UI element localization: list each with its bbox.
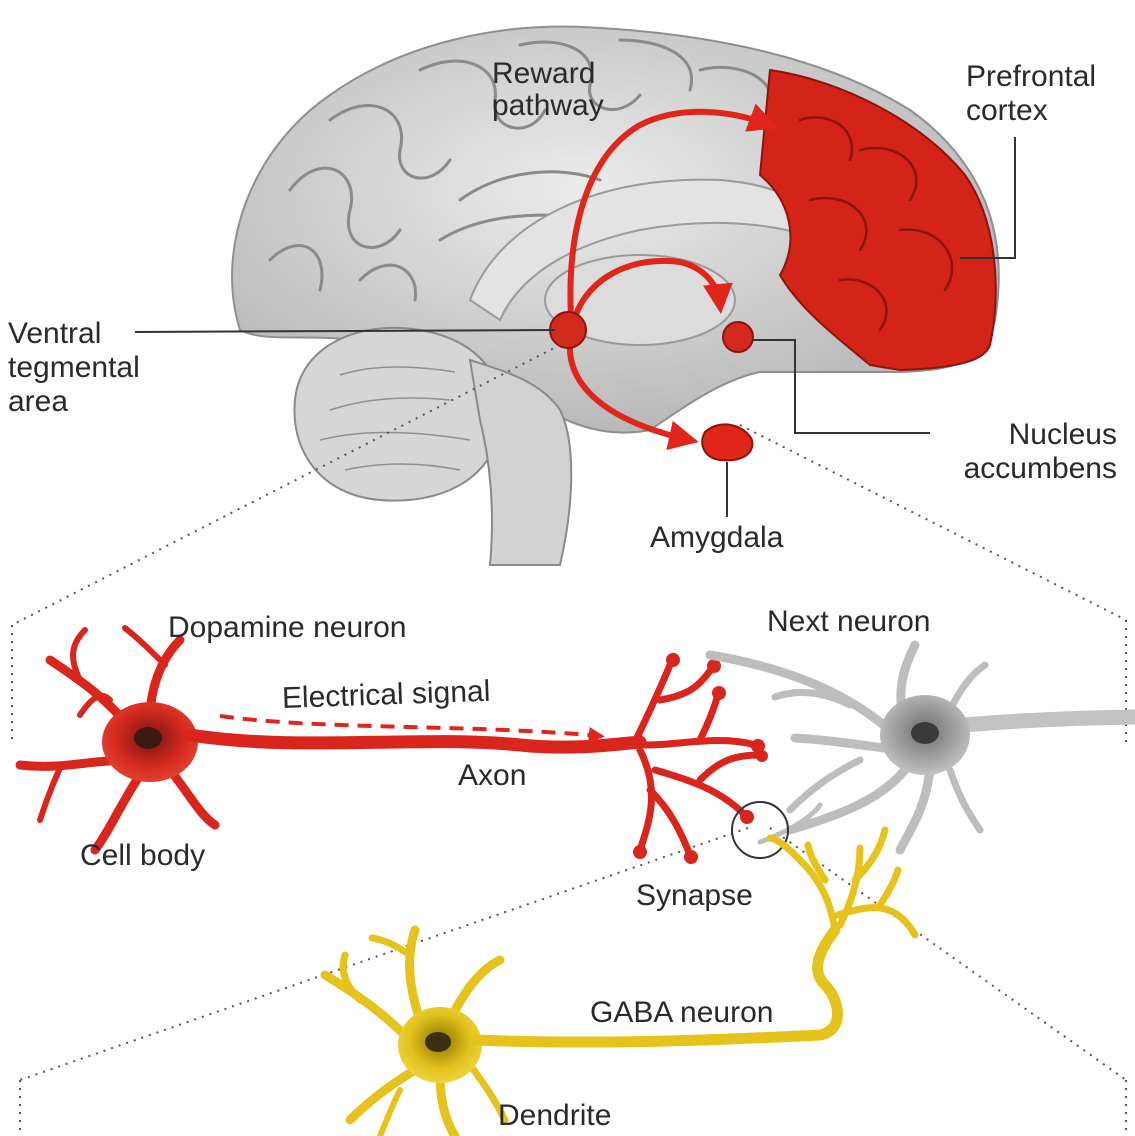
reward-pathway-label: Reward pathway <box>492 58 662 122</box>
dopamine-axon <box>190 735 640 747</box>
ventral-tegmental-area-node <box>550 312 586 348</box>
next-neuron-nucleus <box>911 722 939 744</box>
ventral-tegmental-area-label: Ventral tegmental area <box>8 317 188 419</box>
gaba-neuron-label: GABA neuron <box>590 997 773 1029</box>
synapse-marker <box>732 802 788 858</box>
next-neuron <box>710 645 1135 850</box>
synapse-label: Synapse <box>636 880 753 912</box>
axon-terminals <box>635 660 760 855</box>
nucleus-accumbens-node <box>723 322 753 352</box>
amygdala-node <box>702 424 752 460</box>
nucleus-accumbens-label: Nucleus accumbens <box>942 418 1117 486</box>
next-neuron-axon <box>965 717 1135 725</box>
amygdala-label: Amygdala <box>650 522 783 554</box>
electrical-signal-arrow <box>220 716 600 736</box>
dendrite-label: Dendrite <box>498 1100 611 1132</box>
dopamine-neuron <box>20 628 768 864</box>
gaba-nucleus <box>425 1032 451 1052</box>
dopamine-nucleus <box>134 727 162 749</box>
next-neuron-label: Next neuron <box>767 606 930 638</box>
cerebellum <box>294 328 501 501</box>
prefrontal-cortex-label: Prefrontal cortex <box>966 60 1131 128</box>
gaba-terminals <box>770 830 915 935</box>
axon-label: Axon <box>458 760 526 792</box>
gaba-neuron <box>325 830 915 1136</box>
dopamine-neuron-label: Dopamine neuron <box>168 612 407 644</box>
cell-body-label: Cell body <box>80 840 205 872</box>
